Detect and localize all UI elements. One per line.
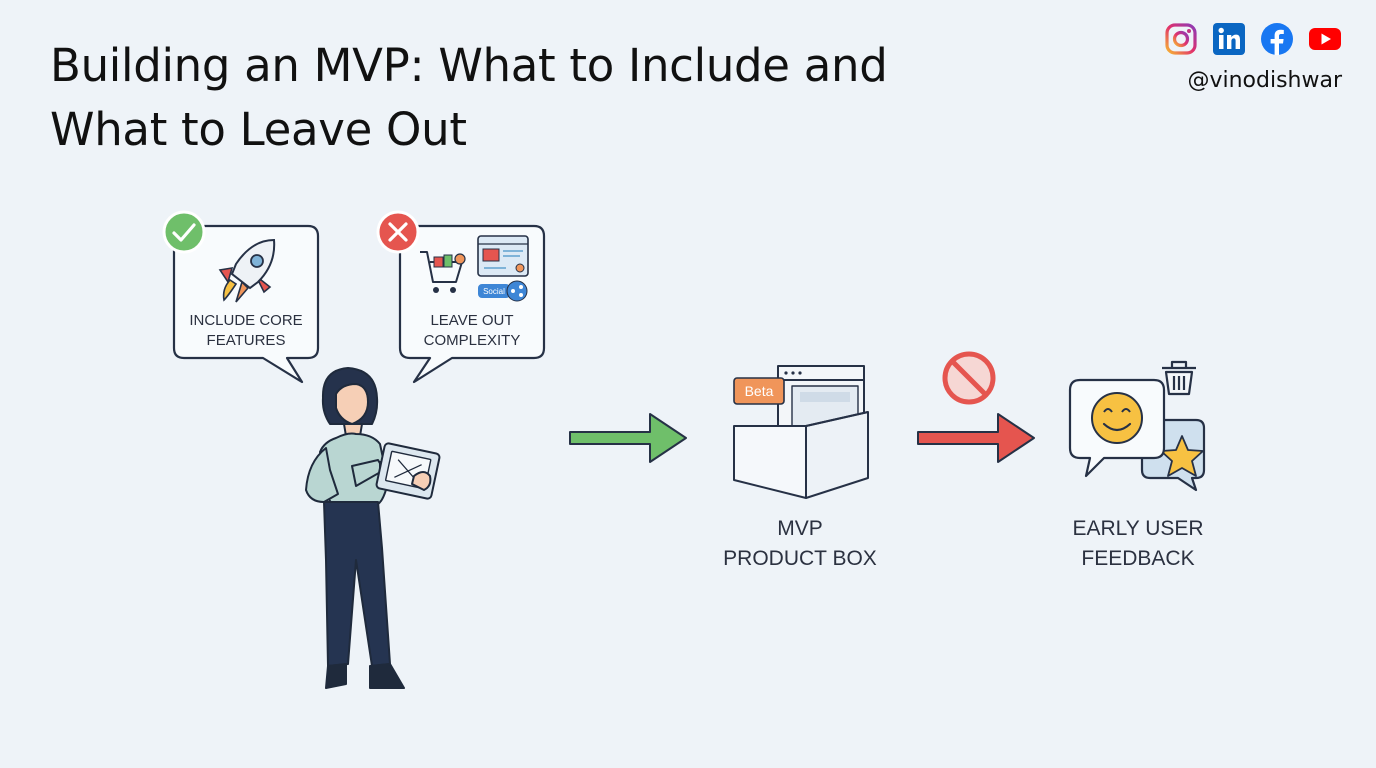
mvp-step-label: MVP PRODUCT BOX	[690, 514, 910, 574]
facebook-icon[interactable]	[1260, 22, 1294, 56]
title-line-2: What to Leave Out	[50, 103, 467, 156]
trash-icon	[1162, 360, 1196, 396]
social-chip-label: Social	[483, 287, 505, 296]
leave-out-label-line-1: LEAVE OUT	[430, 312, 514, 329]
leave-out-label-line-2: COMPLEXITY	[423, 332, 521, 349]
include-bubble	[162, 210, 320, 384]
instagram-icon[interactable]	[1164, 22, 1198, 56]
rocket-icon	[218, 238, 276, 303]
leave-out-bubble: Social	[376, 210, 546, 384]
social-share-icon: Social	[478, 280, 528, 302]
check-badge	[162, 210, 206, 254]
x-icon	[388, 222, 408, 242]
complex-dashboard-icon	[477, 235, 529, 277]
check-icon	[172, 223, 196, 242]
social-handle[interactable]: @vinodishwar	[1187, 68, 1342, 93]
include-label-line-1: INCLUDE CORE	[189, 312, 303, 329]
red-arrow	[917, 413, 1035, 463]
feedback-label-line-1: EARLY USER	[1072, 517, 1204, 540]
feedback-label-line-2: FEEDBACK	[1081, 547, 1195, 570]
page-title: Building an MVP: What to Include and Wha…	[50, 34, 950, 162]
leave-out-bubble-label: LEAVE OUT COMPLEXITY	[402, 311, 542, 351]
mvp-label-line-2: PRODUCT BOX	[723, 547, 877, 570]
woman-illustration	[305, 367, 441, 689]
smiley-icon	[1091, 392, 1143, 444]
mvp-product-box: Beta	[733, 365, 869, 499]
linkedin-icon[interactable]	[1212, 22, 1246, 56]
youtube-icon[interactable]	[1308, 22, 1342, 56]
social-links: @vinodishwar	[1156, 22, 1346, 102]
prohibited-icon	[942, 351, 996, 405]
include-label-line-2: FEATURES	[206, 332, 286, 349]
title-line-1: Building an MVP: What to Include and	[50, 39, 888, 92]
green-arrow	[569, 413, 687, 463]
mvp-label-line-1: MVP	[777, 517, 823, 540]
feedback-icons	[1068, 378, 1206, 492]
social-icons	[1164, 22, 1342, 56]
cart-icon	[420, 251, 466, 293]
include-bubble-label: INCLUDE CORE FEATURES	[176, 311, 316, 351]
feedback-step-label: EARLY USER FEEDBACK	[1028, 514, 1248, 574]
beta-badge: Beta	[745, 383, 774, 399]
